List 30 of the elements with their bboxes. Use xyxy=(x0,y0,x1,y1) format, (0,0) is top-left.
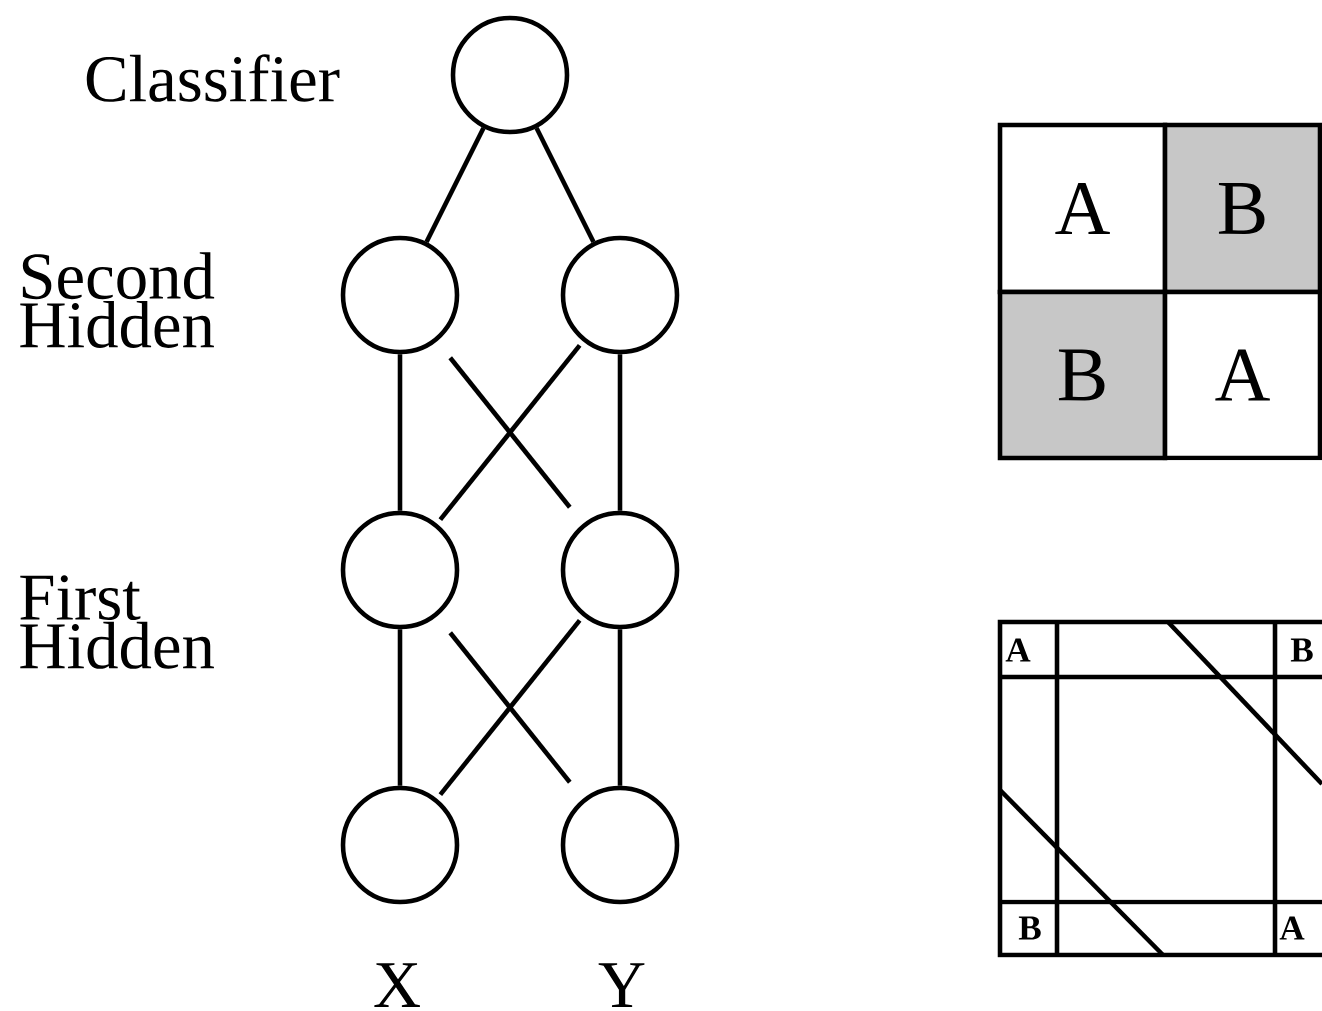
corner-letter: B xyxy=(1290,638,1313,662)
connection-line xyxy=(397,629,403,786)
connection-line xyxy=(448,356,572,509)
neuron-circle xyxy=(560,785,680,905)
neuron-circle xyxy=(340,510,460,630)
neuron-circle xyxy=(340,235,460,355)
connection-line xyxy=(617,354,623,511)
connection-line xyxy=(617,629,623,786)
connection-line xyxy=(448,631,572,784)
connection-line xyxy=(397,354,403,511)
connection-line xyxy=(424,127,486,243)
connection-line xyxy=(534,127,596,243)
corner-letter: B xyxy=(1018,916,1041,940)
grid-cell: A xyxy=(997,122,1168,295)
neuron-circle xyxy=(340,785,460,905)
grid-cell: B xyxy=(1162,122,1322,295)
corner-letter: A xyxy=(1279,916,1305,940)
grid-cell: B xyxy=(997,289,1168,461)
grid-cell: A xyxy=(1162,289,1322,461)
neuron-circle xyxy=(450,15,570,135)
corner-letter: A xyxy=(1005,638,1031,662)
neuron-circle xyxy=(560,235,680,355)
neuron-circle xyxy=(560,510,680,630)
input-label: X xyxy=(374,963,420,1007)
layer-label: Classifier xyxy=(86,54,340,102)
connection-line xyxy=(438,619,582,797)
input-label: Y xyxy=(598,963,645,1007)
layer-label: First Hidden xyxy=(20,575,214,669)
layer-label: Second Hidden xyxy=(20,252,215,348)
connection-line xyxy=(438,344,582,522)
